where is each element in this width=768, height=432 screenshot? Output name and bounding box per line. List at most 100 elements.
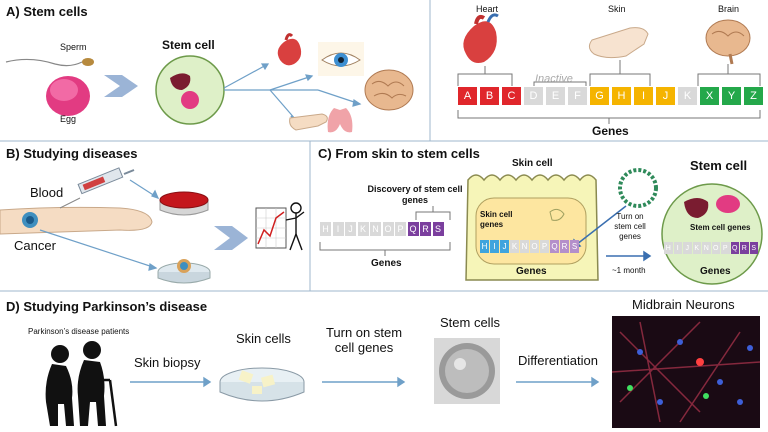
gene-box: O	[382, 222, 394, 236]
panel-a-genes-label: Genes	[592, 124, 629, 138]
syringe-icon	[59, 167, 135, 209]
gene-box: A	[458, 87, 477, 105]
biopsy-label: Skin biopsy	[134, 355, 201, 370]
gene-box: K	[678, 87, 697, 105]
discovery-label: Discovery of stem cell genes	[367, 184, 463, 205]
gene-box: K	[357, 222, 369, 236]
gene-box: O	[711, 242, 720, 254]
egg-label: Egg	[60, 114, 77, 124]
heart-icon	[277, 33, 302, 66]
skin-cell-dish-icon	[219, 367, 305, 402]
stem-cell-title: Stem cell	[690, 158, 748, 173]
gene-box: S	[432, 222, 444, 236]
inactive-label: Inactive	[535, 73, 573, 85]
organ-gene-illustration	[457, 13, 761, 124]
lungs-icon	[327, 108, 353, 133]
gene-box: N	[370, 222, 381, 236]
differentiation-label: Differentiation	[518, 353, 598, 368]
neurons-image-icon	[611, 316, 761, 428]
panel-c-left-genes-label: Genes	[371, 258, 402, 269]
neurons-label: Midbrain Neurons	[632, 297, 735, 312]
gene-box: I	[332, 222, 344, 236]
skin-label: Skin	[608, 4, 626, 14]
chevron-arrow-icon	[104, 75, 138, 97]
panel-a-title: A) Stem cells	[6, 4, 88, 19]
stem-cell-colony-icon	[434, 338, 500, 404]
gene-box: J	[683, 242, 692, 254]
gene-box: X	[700, 87, 719, 105]
eye-icon	[318, 42, 364, 76]
panel-c-title: C) From skin to stem cells	[318, 146, 480, 161]
gene-box: K	[692, 242, 701, 254]
gene-box: J	[656, 87, 675, 105]
brain-icon	[364, 69, 414, 111]
arm-icon	[0, 206, 153, 235]
heart-label: Heart	[476, 4, 499, 14]
panel-c-stem-genes-label: Genes	[700, 266, 731, 277]
turn-on-label-d: Turn on stem cell genes	[325, 325, 403, 355]
plasmid-icon	[618, 168, 658, 208]
skin-cells-label: Skin cells	[236, 331, 291, 346]
skin-cell-label: Skin cell	[512, 158, 553, 169]
gene-box: P	[395, 222, 406, 236]
gene-box: N	[520, 240, 529, 253]
stem-cell-label: Stem cell	[162, 38, 215, 52]
gene-box: I	[673, 242, 682, 254]
blood-dish-icon	[159, 191, 209, 216]
gene-box: H	[320, 222, 331, 236]
panel-b-title: B) Studying diseases	[6, 146, 138, 161]
turn-on-label-c: Turn on stem cell genes	[614, 212, 646, 241]
gene-box: J	[500, 240, 509, 253]
gene-box: Q	[730, 242, 739, 254]
panel-b-arrows	[39, 179, 160, 271]
patients-label: Parkinson’s disease patients	[28, 327, 130, 336]
gene-box: I	[490, 240, 499, 253]
cancer-dish-icon	[157, 259, 211, 284]
gene-box: H	[612, 87, 631, 105]
brain-label: Brain	[718, 4, 740, 14]
gene-box: S	[749, 242, 758, 254]
panel-d-title: D) Studying Parkinson’s disease	[6, 299, 208, 314]
gene-box: E	[546, 87, 565, 105]
blood-label: Blood	[30, 185, 64, 200]
gene-box: S	[570, 240, 579, 253]
panel-d-arrows	[130, 376, 600, 388]
month-label: ~1 month	[612, 266, 646, 275]
discovery-bracket	[319, 206, 451, 256]
gene-box: Q	[407, 222, 419, 236]
gene-brackets	[457, 60, 761, 124]
panel-c-skin-genes-label: Genes	[516, 266, 547, 277]
gene-box: Q	[550, 240, 559, 253]
sperm-icon	[5, 58, 94, 67]
gene-box: J	[345, 222, 356, 236]
stem-cell-icon	[155, 55, 225, 125]
gene-box: P	[721, 242, 730, 254]
gene-box: D	[524, 87, 543, 105]
research-chart-icon	[255, 207, 287, 249]
gene-box: P	[540, 240, 549, 253]
gene-box: F	[568, 87, 587, 105]
elderly-couple-icon	[45, 341, 118, 427]
cancer-label: Cancer	[14, 238, 56, 253]
brain-icon	[705, 19, 751, 65]
chevron-arrow-icon	[214, 226, 248, 250]
gene-box: O	[530, 240, 539, 253]
panel-b-illustration	[0, 167, 305, 284]
gene-box: Z	[744, 87, 763, 105]
transition-arrow	[606, 250, 652, 262]
gene-box: R	[420, 222, 431, 236]
gene-box: N	[702, 242, 711, 254]
sperm-label: Sperm	[60, 42, 87, 52]
gene-box: Y	[722, 87, 741, 105]
gene-box: R	[560, 240, 569, 253]
gene-box: R	[740, 242, 749, 254]
stem-cell-genes-label: Stem cell genes	[690, 223, 751, 232]
heart-icon	[463, 13, 499, 63]
gene-box: H	[664, 242, 673, 254]
